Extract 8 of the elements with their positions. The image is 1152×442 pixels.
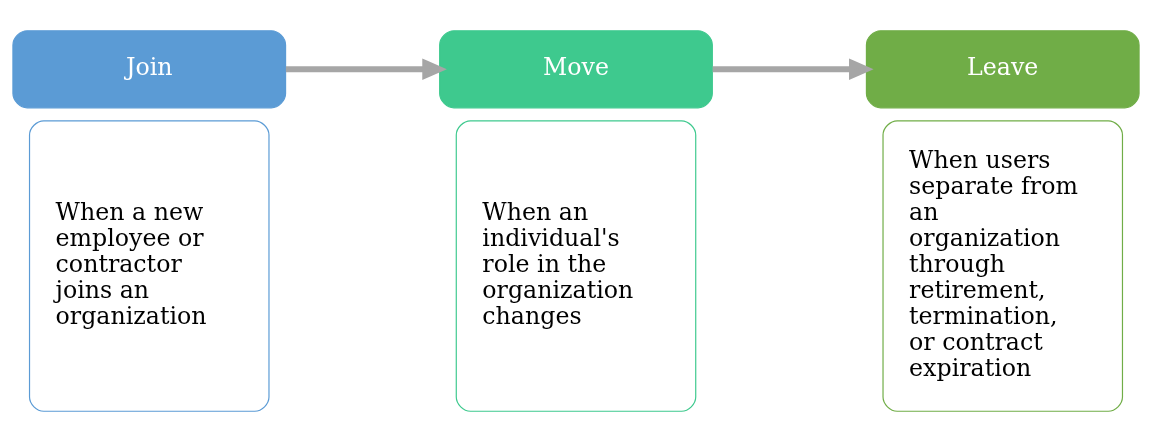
arrow: [285, 58, 447, 81]
node-box: Move: [439, 30, 713, 109]
node-box: When users separate from an organization through retirement, termination, or contract expiration: [882, 120, 1124, 412]
arrow: [712, 58, 874, 81]
node-box: Leave: [865, 30, 1140, 109]
node-box: When a new employee or contractor joins an organization: [28, 120, 270, 412]
node-box: Join: [12, 30, 287, 109]
node-box: When an individual's role in the organization changes: [455, 120, 697, 412]
